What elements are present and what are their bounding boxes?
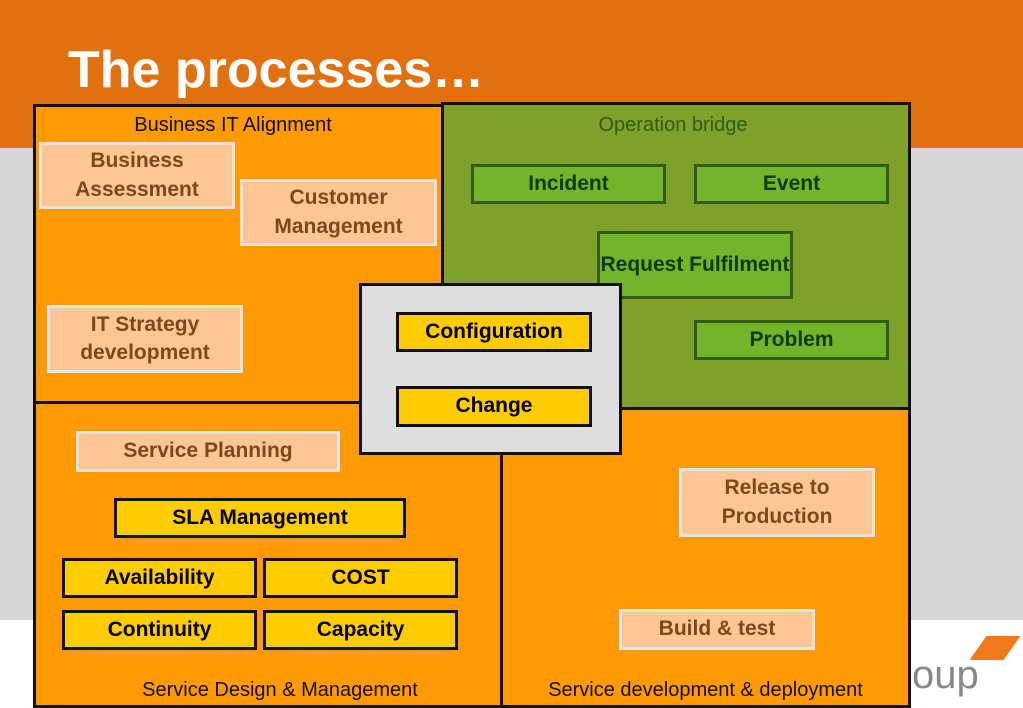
service-planning-box: Service Planning — [76, 431, 340, 472]
configuration-box: Configuration — [396, 312, 592, 352]
it-strategy-development-box: IT Strategy development — [47, 305, 243, 373]
availability-box: Availability — [62, 558, 257, 598]
incident-box: Incident — [471, 164, 666, 204]
capacity-box: Capacity — [263, 610, 458, 650]
quadrant-service-development — [500, 407, 911, 708]
service-design-label: Service Design & Management — [142, 679, 418, 701]
release-to-production-box: Release to Production — [679, 468, 875, 537]
change-box: Change — [396, 386, 592, 427]
customer-management-box: Customer Management — [240, 179, 437, 246]
continuity-box: Continuity — [62, 610, 257, 650]
event-box: Event — [694, 164, 889, 204]
sla-management-box: SLA Management — [114, 498, 406, 538]
business-assessment-box: Business Assessment — [39, 142, 235, 209]
request-fulfilment-box: Request Fulfilment — [597, 231, 793, 299]
center-panel — [359, 283, 622, 455]
service-development-label: Service development & deployment — [548, 679, 863, 701]
operation-bridge-label: Operation bridge — [598, 114, 748, 136]
business-it-alignment-label: Business IT Alignment — [134, 114, 332, 136]
build-and-test-box: Build & test — [619, 609, 815, 650]
cost-box: COST — [263, 558, 458, 598]
logo-text: oup — [912, 653, 979, 697]
problem-box: Problem — [694, 320, 889, 360]
slide-title: The processes… — [68, 41, 485, 99]
